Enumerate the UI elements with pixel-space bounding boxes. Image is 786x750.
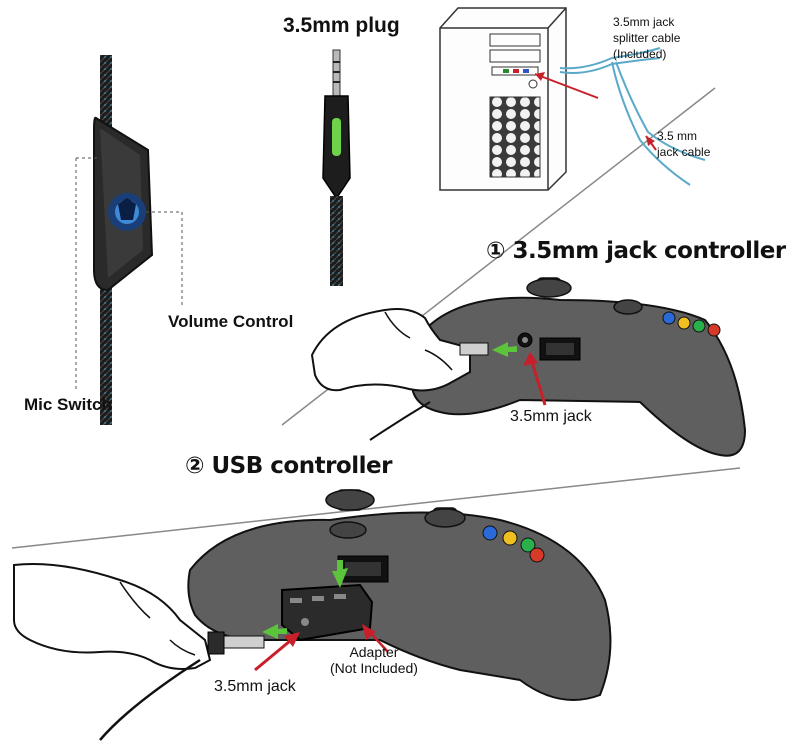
adapter-label: Adapter (Not Included) (330, 644, 418, 676)
pc-tower-icon (439, 7, 706, 191)
controller-icon (187, 489, 612, 701)
jack-cable-line-2: jack cable (657, 145, 711, 159)
step1-title: ① 3.5mm jack controller (486, 238, 786, 264)
splitter-line-3: (Included) (613, 47, 667, 61)
controller-icon (410, 277, 747, 457)
instruction-diagram: 3.5mm plug Volume Control Mic Switch 3.5… (11, 7, 786, 741)
splitter-line-1: 3.5mm jack (613, 15, 675, 29)
plug-icon (322, 49, 351, 286)
step1-jack-label: 3.5mm jack (510, 408, 592, 425)
hand-icon (310, 308, 489, 441)
step2-title: ② USB controller (185, 453, 392, 479)
volume-control-label: Volume Control (168, 312, 294, 331)
splitter-cable-label: 3.5mm jack splitter cable (Included) (613, 14, 680, 62)
divider-bottom (11, 467, 741, 549)
splitter-line-2: splitter cable (613, 31, 681, 45)
mic-switch-label: Mic Switch (24, 395, 112, 414)
adapter-line-1: Adapter (349, 644, 399, 660)
jack-cable-line-1: 3.5 mm (657, 129, 698, 143)
adapter-line-2: (Not Included) (330, 660, 418, 676)
step2-jack-label: 3.5mm jack (214, 678, 296, 695)
hand-icon (13, 563, 265, 741)
jack-cable-label: 3.5 mm jack cable (657, 128, 710, 160)
plug-label: 3.5mm plug (283, 14, 400, 37)
headset-icon (75, 55, 183, 425)
